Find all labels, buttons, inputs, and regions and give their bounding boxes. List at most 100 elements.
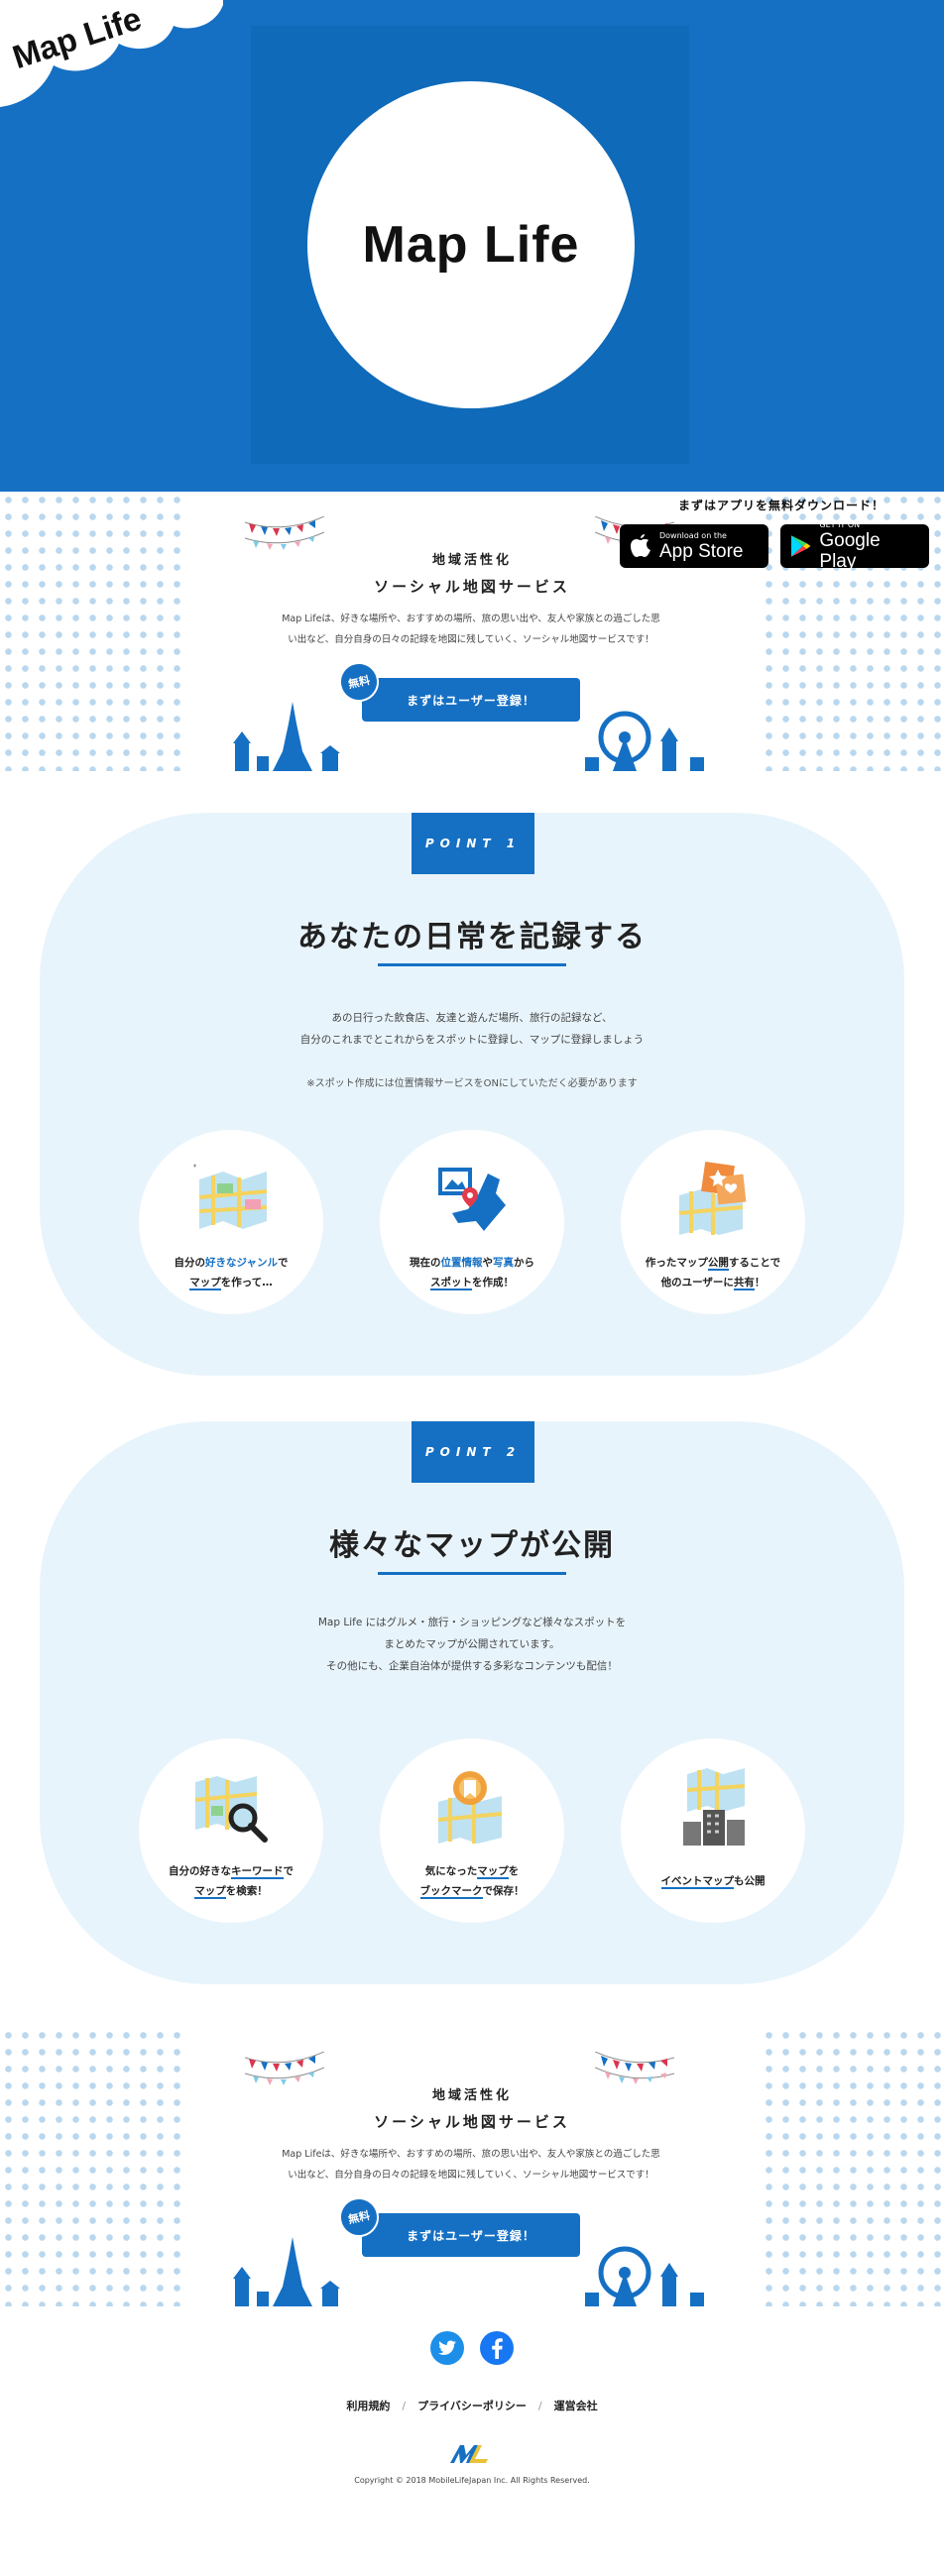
terms-link[interactable]: 利用規約 [346, 2400, 391, 2412]
feature-create-spot-text-g: を作成！ [472, 1277, 514, 1288]
feature-bookmark-map-text-c: を [508, 1865, 520, 1877]
feature-create-map-label: 自分の好きなジャンルで マップを作って… [139, 1253, 323, 1292]
footer-separator: / [402, 2400, 407, 2412]
feature-bookmark-map-text-e: で保存！ [482, 1885, 525, 1897]
feature-share-map-text-e: 共有 [733, 1277, 755, 1290]
company-logo-icon[interactable]: ML [448, 2441, 496, 2465]
company-link[interactable]: 運営会社 [553, 2400, 598, 2412]
point-2-description-line-2: まとめたマップが公開されています。 [384, 1638, 560, 1650]
app-store-button[interactable]: Download on the App Store [620, 524, 768, 568]
point-1-title-underline [378, 963, 566, 966]
privacy-policy-link[interactable]: プライバシーポリシー [417, 2400, 527, 2412]
facebook-button[interactable] [480, 2331, 514, 2365]
feature-create-map: 自分の好きなジャンルで マップを作って… [139, 1130, 323, 1314]
bunting-left-icon [245, 2052, 324, 2085]
feature-create-map-text-e: を作って… [220, 1277, 273, 1288]
point-1-note: ※スポット作成には位置情報サービスをONにしていただく必要があります [306, 1078, 638, 1089]
feature-share-map: 作ったマップ公開することで 他のユーザーに共有！ [621, 1130, 805, 1314]
point-2-title-underline [378, 1572, 566, 1575]
hero-section: Map Life Map Life [0, 0, 944, 492]
point-2-description: Map Life にはグルメ・旅行・ショッピングなど様々なスポットを まとめたマ… [40, 1612, 904, 1677]
point-1-description: あの日行った飲食店、友達と遊んだ場所、旅行の記録など、 自分のこれまでとこれから… [40, 1007, 904, 1051]
dot-pattern-left-bottom [0, 2027, 183, 2306]
feature-bookmark-map-text-d: ブックマーク [419, 1885, 483, 1899]
feature-event-map-text-b: も公開 [734, 1875, 766, 1887]
footer: 利用規約 / プライバシーポリシー / 運営会社 ML Copyright © 2018… [0, 2306, 944, 2548]
bunting-left-icon [245, 516, 324, 550]
promo-section-bottom: 地域活性化 ソーシャル地図サービス Map Lifeは、好きな場所や、おすすめの… [0, 2027, 944, 2306]
feature-create-spot-text-f: スポット [430, 1277, 472, 1290]
feature-create-spot-text-d: 写真 [493, 1257, 514, 1269]
feature-event-map-text-a: イベントマップ [660, 1875, 734, 1889]
point-1-title: あなたの日常を記録する [297, 920, 647, 954]
point-2-section: POINT 2 様々なマップが公開 Map Life にはグルメ・旅行・ショッピ… [40, 1421, 904, 1984]
google-play-button[interactable]: GET IT ON Google Play [780, 520, 929, 572]
facebook-icon [492, 2338, 503, 2359]
search-map-icon [194, 1776, 268, 1843]
copyright-text: Copyright © 2018 MobileLifeJapan Inc. Al… [354, 2476, 590, 2485]
feature-create-spot-label: 現在の位置情報や写真から スポットを作成！ [380, 1253, 564, 1292]
feature-create-spot-text-b: 位置情報 [440, 1257, 483, 1269]
feature-share-map-text-a: 作ったマップ [645, 1257, 708, 1269]
feature-bookmark-map-text-a: 気になった [424, 1865, 478, 1877]
feature-create-map-text-a: 自分の [174, 1257, 206, 1269]
feature-create-spot-text-a: 現在の [410, 1257, 441, 1269]
event-map-building-icon [683, 1768, 746, 1846]
promo-tagline-bottom: 地域活性化 [431, 2088, 512, 2103]
feature-share-map-text-d: 他のユーザーに [660, 1277, 734, 1288]
genre-map-icon [193, 1164, 268, 1229]
feature-event-map: イベントマップも公開 [621, 1738, 805, 1923]
feature-search-map-text-b: キーワード [231, 1865, 284, 1879]
twitter-icon [438, 2340, 456, 2355]
point-1-tab: POINT 1 [412, 813, 534, 874]
point-1-section: POINT 1 あなたの日常を記録する あの日行った飲食店、友達と遊んだ場所、旅… [40, 813, 904, 1376]
google-play-big-label: Google Play [819, 530, 881, 572]
app-store-small-label: Download on the [659, 530, 727, 540]
google-play-small-label: GET IT ON [819, 520, 861, 529]
footer-separator: / [537, 2400, 542, 2412]
bookmark-map-icon [437, 1771, 503, 1844]
apple-icon [631, 534, 650, 557]
twitter-button[interactable] [430, 2331, 464, 2365]
promo-description-line-2: い出など、自分自身の日々の記録を地図に残していく、ソーシャル地図サービスです！ [288, 634, 654, 645]
feature-create-map-text-c: で [277, 1257, 289, 1269]
feature-share-map-label: 作ったマップ公開することで 他のユーザーに共有！ [621, 1253, 805, 1292]
promo-description-bottom-line-1: Map Lifeは、好きな場所や、おすすめの場所、旅の思い出や、友人や家族との過… [282, 2149, 660, 2160]
google-play-icon [790, 535, 811, 557]
feature-search-map-text-a: 自分の好きな [169, 1865, 231, 1877]
point-1-description-line-1: あの日行った飲食店、友達と遊んだ場所、旅行の記録など、 [331, 1012, 613, 1024]
ferris-wheel-skyline-icon [585, 711, 704, 771]
promo-tagline: 地域活性化 [431, 553, 512, 568]
register-button-bottom[interactable]: まずはユーザー登録！ [362, 2213, 580, 2257]
dot-pattern-right-bottom [761, 2027, 944, 2306]
feature-create-spot: 現在の位置情報や写真から スポットを作成！ [380, 1130, 564, 1314]
share-map-icon [678, 1162, 747, 1235]
feature-share-map-text-b: 公開 [707, 1257, 729, 1271]
feature-share-map-text-c: することで [728, 1257, 781, 1269]
promo-subtitle-bottom: ソーシャル地図サービス [374, 2113, 570, 2131]
point-2-tab: POINT 2 [412, 1421, 534, 1483]
point-2-description-line-3: その他にも、企業自治体が提供する多彩なコンテンツも配信！ [326, 1660, 618, 1672]
feature-search-map: 自分の好きなキーワードで マップを検索！ [139, 1738, 323, 1923]
tokyo-tower-skyline-icon [233, 2237, 340, 2306]
feature-bookmark-map-label: 気になったマップを ブックマークで保存！ [380, 1861, 564, 1901]
point-2-title: 様々なマップが公開 [329, 1528, 615, 1563]
feature-search-map-text-c: で [283, 1865, 295, 1877]
feature-create-spot-text-e: から [514, 1257, 534, 1269]
promo-description: Map Lifeは、好きな場所や、おすすめの場所、旅の思い出や、友人や家族との過… [278, 609, 664, 650]
point-1-description-line-2: 自分のこれまでとこれからをスポットに登録し、マップに登録しましょう [299, 1034, 645, 1046]
register-button[interactable]: まずはユーザー登録！ [362, 678, 580, 722]
promo-description-line-1: Map Lifeは、好きな場所や、おすすめの場所、旅の思い出や、友人や家族との過… [282, 614, 660, 624]
feature-create-spot-text-c: や [482, 1257, 494, 1269]
ferris-wheel-skyline-icon [585, 2246, 704, 2306]
promo-subtitle: ソーシャル地図サービス [374, 578, 570, 596]
feature-create-map-text-d: マップ [189, 1277, 221, 1290]
bunting-right-icon [595, 2052, 674, 2084]
feature-bookmark-map-text-b: マップ [477, 1865, 509, 1879]
footer-links: 利用規約 / プライバシーポリシー / 運営会社 [0, 2398, 944, 2413]
feature-search-map-text-e: を検索！ [225, 1885, 268, 1897]
location-photo-icon [438, 1168, 506, 1231]
hero-circle: Map Life [307, 81, 635, 408]
feature-bookmark-map: 気になったマップを ブックマークで保存！ [380, 1738, 564, 1923]
cloud-logo-badge[interactable] [0, 0, 223, 149]
